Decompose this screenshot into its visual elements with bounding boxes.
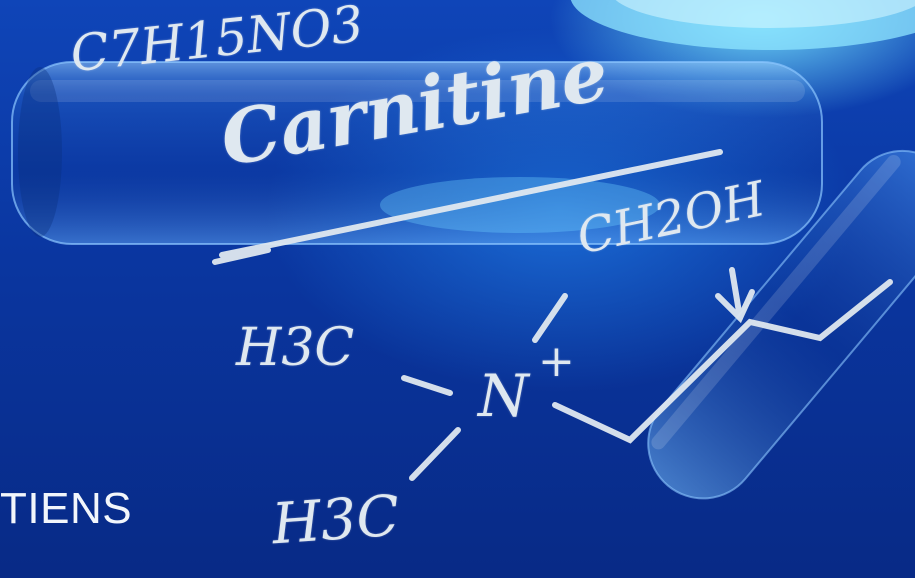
h3c-lower-label: H3C — [269, 483, 402, 558]
nitrogen-label: N — [478, 362, 529, 430]
horizontal-test-tube — [11, 61, 823, 245]
brand-logo-text: TIENS — [0, 484, 133, 533]
diagonal-test-tube — [647, 149, 915, 500]
chemical-bonds — [212, 149, 893, 481]
h3c-upper-label: H3C — [236, 318, 355, 378]
positive-charge-label: + — [538, 336, 575, 387]
